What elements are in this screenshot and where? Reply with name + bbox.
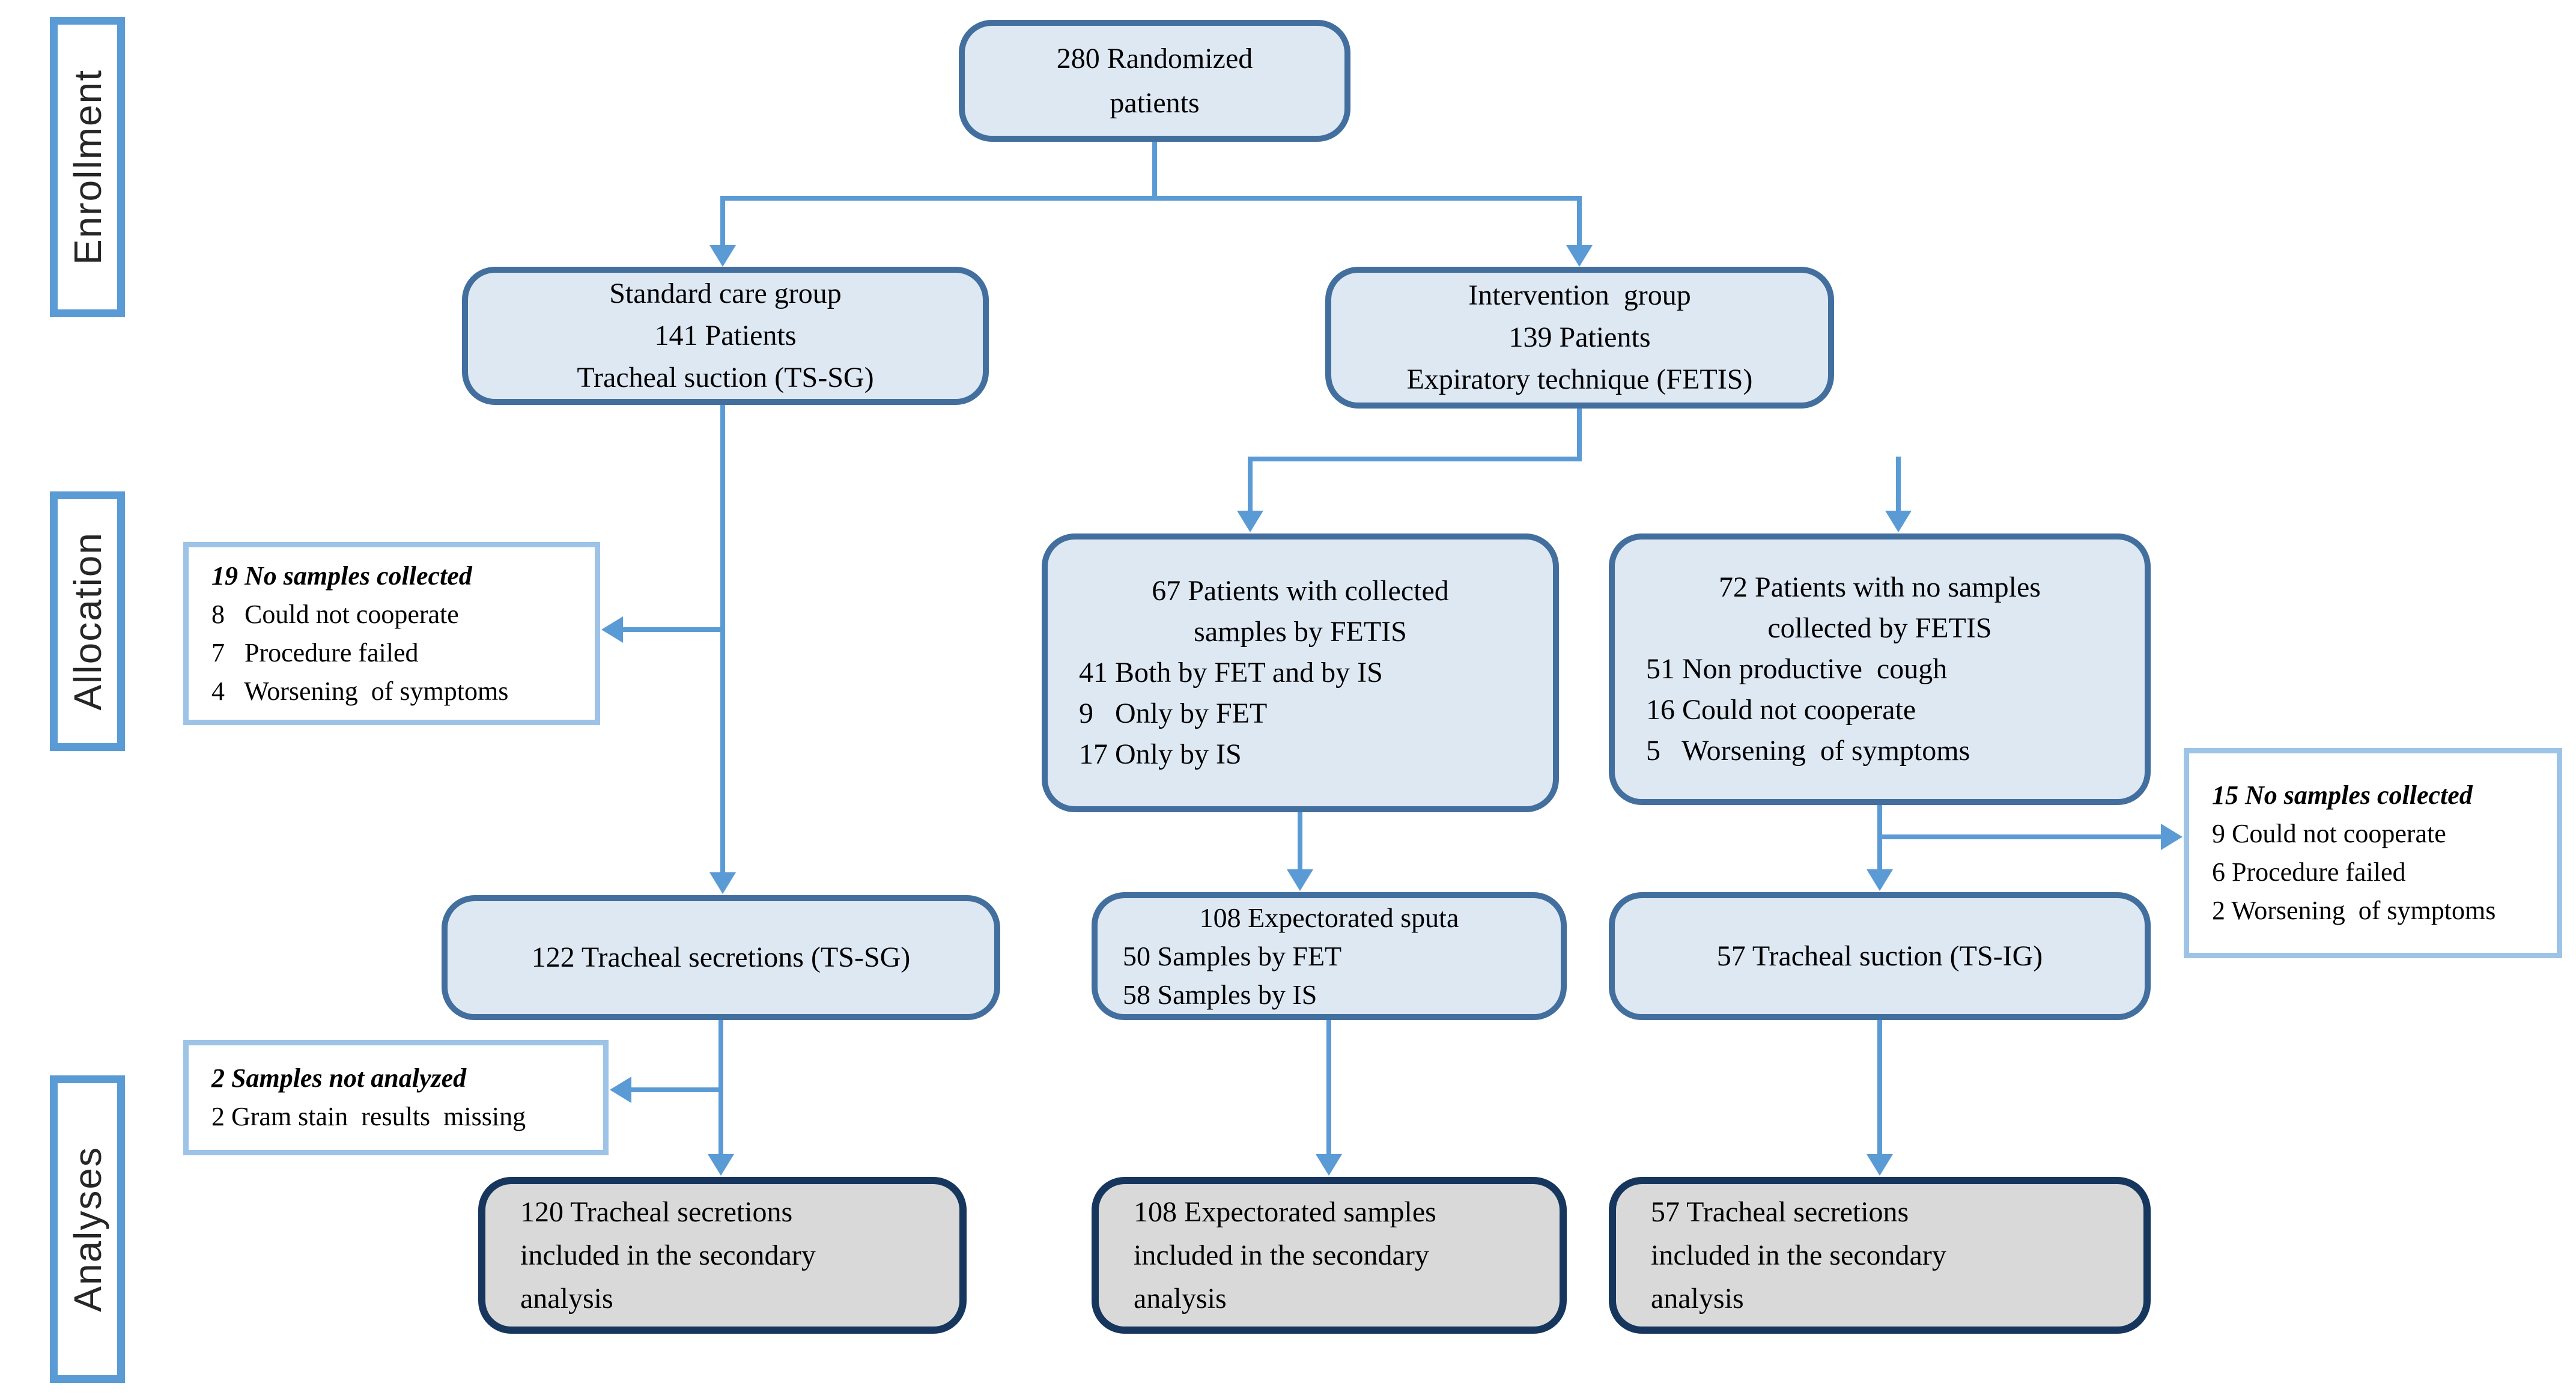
exclusion-header: 15 No samples collected bbox=[2212, 780, 2473, 810]
box-line: Intervention group bbox=[1468, 279, 1691, 311]
box-19-no-samples-collected: 19 No samples collected 8 Could not coop… bbox=[183, 542, 600, 725]
box-line: analysis bbox=[1651, 1282, 1744, 1314]
stage-label-enrollment: Enrollment bbox=[50, 17, 125, 317]
arrowhead-into-19 bbox=[601, 616, 623, 643]
box-line: 108 Expectorated samples bbox=[1134, 1196, 1436, 1228]
box-line: Tracheal suction (TS-SG) bbox=[577, 362, 874, 394]
box-line: 58 Samples by IS bbox=[1123, 979, 1317, 1010]
arrowhead-into-2 bbox=[610, 1077, 631, 1103]
stage-label-allocation-text: Allocation bbox=[65, 532, 109, 711]
exclusion-header: 2 Samples not analyzed bbox=[211, 1063, 467, 1093]
arrowhead-into-120-analysis bbox=[708, 1154, 734, 1176]
arrowhead-into-72 bbox=[1885, 511, 1912, 532]
box-122-tracheal-secretions: 122 Tracheal secretions (TS-SG) bbox=[442, 895, 1000, 1020]
stage-label-analyses: Analyses bbox=[50, 1075, 125, 1383]
connector-top-split bbox=[720, 196, 1582, 201]
exclusion-item: 8 Could not cooperate bbox=[211, 599, 459, 629]
arrowhead-into-intervention bbox=[1566, 245, 1593, 267]
box-line: included in the secondary bbox=[520, 1239, 816, 1271]
connector-to-standard bbox=[720, 196, 725, 246]
box-line: 67 Patients with collected bbox=[1152, 575, 1449, 607]
connector-to-intervention bbox=[1577, 196, 1582, 246]
connector-57-stem bbox=[1877, 1020, 1882, 1156]
connector-randomized-stem bbox=[1152, 142, 1157, 199]
stage-label-allocation: Allocation bbox=[50, 491, 125, 751]
box-57-secondary-analysis: 57 Tracheal secretions included in the s… bbox=[1609, 1177, 2151, 1334]
connector-mid-split bbox=[1248, 457, 1582, 461]
box-line: 280 Randomized bbox=[1056, 42, 1253, 74]
stage-label-analyses-text: Analyses bbox=[65, 1146, 109, 1312]
box-line: included in the secondary bbox=[1134, 1239, 1429, 1271]
connector-standard-stem bbox=[720, 405, 725, 876]
box-2-samples-not-analyzed: 2 Samples not analyzed 2 Gram stain resu… bbox=[183, 1040, 609, 1155]
exclusion-header: 19 No samples collected bbox=[211, 561, 472, 591]
box-line: 108 Expectorated sputa bbox=[1199, 902, 1459, 933]
box-line: 57 Tracheal secretions bbox=[1651, 1196, 1909, 1228]
arrowhead-into-108-analysis bbox=[1316, 1154, 1342, 1176]
connector-to-67 bbox=[1248, 457, 1253, 512]
box-standard-care-group: Standard care group 141 Patients Trachea… bbox=[462, 267, 989, 405]
connector-intervention-stem bbox=[1577, 409, 1582, 461]
box-line: 50 Samples by FET bbox=[1123, 940, 1342, 971]
connector-branch-15 bbox=[1880, 834, 2161, 839]
box-line: 16 Could not cooperate bbox=[1646, 694, 1916, 726]
box-67-collected-samples: 67 Patients with collected samples by FE… bbox=[1042, 533, 1559, 812]
box-line: samples by FETIS bbox=[1194, 616, 1407, 648]
connector-122-stem bbox=[718, 1020, 723, 1156]
box-108-expectorated-sputa: 108 Expectorated sputa 50 Samples by FET… bbox=[1092, 892, 1567, 1020]
exclusion-item: 6 Procedure failed bbox=[2212, 857, 2406, 887]
arrowhead-into-57-analysis bbox=[1867, 1154, 1893, 1176]
connector-branch-19 bbox=[619, 627, 723, 632]
box-line: analysis bbox=[520, 1282, 613, 1314]
box-72-no-samples: 72 Patients with no samples collected by… bbox=[1609, 533, 2151, 805]
connector-67-stem bbox=[1298, 812, 1302, 871]
arrowhead-into-122 bbox=[709, 872, 736, 894]
connector-branch-2 bbox=[628, 1087, 721, 1092]
connector-to-72 bbox=[1896, 457, 1901, 512]
box-line: patients bbox=[1110, 87, 1200, 119]
box-line: 122 Tracheal secretions (TS-SG) bbox=[531, 941, 911, 973]
connector-108-stem bbox=[1326, 1020, 1331, 1156]
box-line: 57 Tracheal suction (TS-IG) bbox=[1716, 940, 2043, 972]
arrowhead-into-67 bbox=[1237, 511, 1263, 532]
box-randomized: 280 Randomized patients bbox=[959, 20, 1350, 142]
box-15-no-samples-collected: 15 No samples collected 9 Could not coop… bbox=[2184, 748, 2562, 958]
exclusion-item: 7 Procedure failed bbox=[211, 637, 419, 667]
box-line: 9 Only by FET bbox=[1079, 698, 1268, 729]
exclusion-item: 2 Gram stain results missing bbox=[211, 1102, 526, 1131]
box-57-tracheal-suction: 57 Tracheal suction (TS-IG) bbox=[1609, 892, 2151, 1020]
box-line: 120 Tracheal secretions bbox=[520, 1196, 793, 1228]
arrowhead-into-15 bbox=[2161, 824, 2183, 850]
box-line: 141 Patients bbox=[654, 320, 797, 351]
box-line: included in the secondary bbox=[1651, 1239, 1946, 1271]
box-line: 41 Both by FET and by IS bbox=[1079, 657, 1383, 688]
box-line: 72 Patients with no samples bbox=[1719, 571, 2041, 603]
box-intervention-group: Intervention group 139 Patients Expirato… bbox=[1325, 267, 1834, 409]
box-line: 139 Patients bbox=[1508, 321, 1651, 353]
exclusion-item: 4 Worsening of symptoms bbox=[211, 676, 509, 706]
box-line: 17 Only by IS bbox=[1079, 738, 1242, 770]
exclusion-item: 9 Could not cooperate bbox=[2212, 819, 2446, 848]
box-line: 5 Worsening of symptoms bbox=[1646, 735, 1970, 767]
box-line: Expiratory technique (FETIS) bbox=[1406, 363, 1753, 395]
arrowhead-into-108 bbox=[1287, 869, 1313, 891]
box-line: collected by FETIS bbox=[1767, 612, 1992, 644]
box-120-secondary-analysis: 120 Tracheal secretions included in the … bbox=[478, 1177, 967, 1334]
arrowhead-into-57 bbox=[1867, 869, 1893, 891]
box-line: analysis bbox=[1134, 1282, 1227, 1314]
box-line: 51 Non productive cough bbox=[1646, 653, 1948, 685]
stage-label-enrollment-text: Enrollment bbox=[65, 69, 109, 265]
box-line: Standard care group bbox=[609, 278, 842, 309]
box-108-secondary-analysis: 108 Expectorated samples included in the… bbox=[1092, 1177, 1567, 1334]
exclusion-item: 2 Worsening of symptoms bbox=[2212, 896, 2496, 925]
arrowhead-into-standard bbox=[709, 245, 736, 267]
